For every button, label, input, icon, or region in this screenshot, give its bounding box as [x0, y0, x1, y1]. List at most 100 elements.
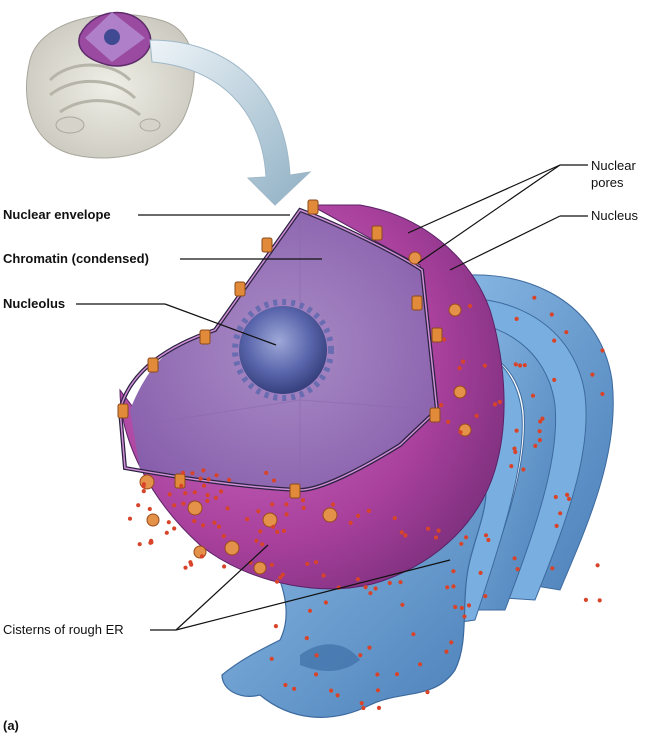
ribosomes — [127, 295, 605, 711]
ribosome-dot — [335, 693, 340, 698]
ribosome-dot — [225, 506, 230, 511]
ribosome-dot — [446, 419, 451, 424]
ribosome-dot — [425, 690, 430, 695]
ribosome-dot — [323, 600, 328, 605]
ribosome-dot — [222, 564, 227, 569]
ribosome-dot — [275, 529, 280, 535]
label-nucleolus: Nucleolus — [3, 296, 66, 311]
ribosome-dot — [461, 359, 466, 364]
ribosome-dot — [522, 363, 527, 368]
ribosome-dot — [172, 503, 177, 508]
ribosome-dot — [482, 363, 487, 368]
ribosome-dot — [512, 446, 517, 451]
ribosome-dot — [356, 513, 361, 518]
ribosome-dot — [549, 312, 554, 317]
ribosome-dot — [321, 573, 326, 578]
ribosome-dot — [442, 337, 447, 342]
ribosome-dot — [439, 403, 444, 408]
ribosome-dot — [221, 534, 226, 539]
ribosome-dot — [449, 640, 454, 645]
ribosome-dot — [566, 496, 572, 501]
ribosome-dot — [590, 372, 595, 377]
ribosome-dot — [564, 330, 569, 335]
ribosome-dot — [181, 501, 186, 506]
ribosome-dot — [373, 586, 378, 591]
ribosome-dot — [292, 686, 297, 691]
ribosome-dot — [201, 483, 207, 488]
ribosome-dot — [363, 585, 368, 590]
ribosome-dot — [147, 506, 152, 512]
ribosome-dot — [540, 416, 545, 421]
ribosome-dot — [458, 430, 463, 435]
ribosome-dot — [467, 303, 473, 309]
ribosome-dot — [513, 449, 518, 455]
label-nuclear-pores-line1: Nuclear — [591, 158, 636, 173]
ribosome-dot — [550, 566, 555, 571]
ribosome-dot — [201, 468, 206, 473]
ribosome-dot — [172, 526, 177, 531]
ribosome-dot — [183, 565, 188, 570]
ribosome-dot — [192, 518, 197, 524]
ribosome-dot — [474, 413, 479, 418]
ribosome-dot — [192, 490, 197, 495]
ribosome-dot — [271, 478, 277, 483]
ribosome-dot — [375, 688, 381, 693]
ribosome-dot — [464, 535, 469, 540]
ribosome-dot — [497, 399, 502, 405]
ribosome-dot — [486, 537, 491, 543]
ribosome-dot — [258, 529, 263, 534]
ribosome-dot — [451, 584, 456, 589]
panel-label: (a) — [3, 718, 19, 733]
ribosome-dot — [538, 419, 543, 424]
ribosome-dot — [219, 489, 224, 494]
ribosome-dot — [597, 598, 602, 603]
label-nuclear-envelope: Nuclear envelope — [3, 207, 111, 222]
ribosome-dot — [492, 402, 498, 407]
ribosome-dot — [127, 516, 133, 521]
ribosome-dot — [595, 563, 600, 568]
ribosome-dot — [164, 530, 169, 535]
ribosome-dot — [462, 614, 467, 619]
ribosome-dot — [227, 477, 232, 482]
ribosome-dot — [167, 492, 172, 497]
ribosome-dot — [300, 498, 305, 503]
ribosome-dot — [212, 520, 217, 525]
ribosome-dot — [260, 542, 265, 547]
ribosome-dot — [313, 672, 319, 677]
ribosome-dot — [483, 594, 488, 599]
ribosome-dot — [281, 528, 286, 534]
ribosome-dot — [583, 597, 589, 603]
ribosome-dot — [478, 570, 483, 576]
ribosome-dot — [399, 530, 404, 535]
ribosome-dot — [149, 538, 154, 544]
pointer-arrow — [149, 39, 312, 206]
ribosome-dot — [517, 363, 523, 368]
ribosome-dot — [537, 429, 542, 434]
ribosome-dot — [514, 316, 519, 321]
ribosome-dot — [453, 604, 458, 610]
ribosome-dot — [190, 471, 195, 476]
ribosome-dot — [411, 632, 416, 637]
ribosome-dot — [256, 509, 261, 514]
ribosome-dot — [366, 508, 371, 513]
ribosome-dot — [358, 653, 363, 658]
ribosome-dot — [330, 502, 336, 507]
ribosome-dot — [400, 602, 405, 607]
ribosome-dot — [600, 391, 605, 397]
ribosome-dot — [558, 511, 563, 516]
ribosome-dot — [284, 502, 289, 507]
ribosome-dot — [136, 503, 141, 508]
ribosome-dot — [188, 560, 193, 565]
ribosome-dot — [269, 656, 274, 661]
ribosome-dot — [403, 533, 408, 538]
ribosome-dot — [329, 688, 334, 693]
label-nuclear-pores-line2: pores — [591, 175, 624, 190]
nucleus — [117, 204, 505, 590]
ribosome-dot — [304, 636, 309, 641]
surface-pores — [139, 251, 472, 575]
ribosome-dot — [466, 603, 472, 608]
ribosome-dot — [245, 517, 250, 522]
ribosome-dot — [355, 577, 360, 582]
ribosome-dot — [451, 569, 456, 574]
